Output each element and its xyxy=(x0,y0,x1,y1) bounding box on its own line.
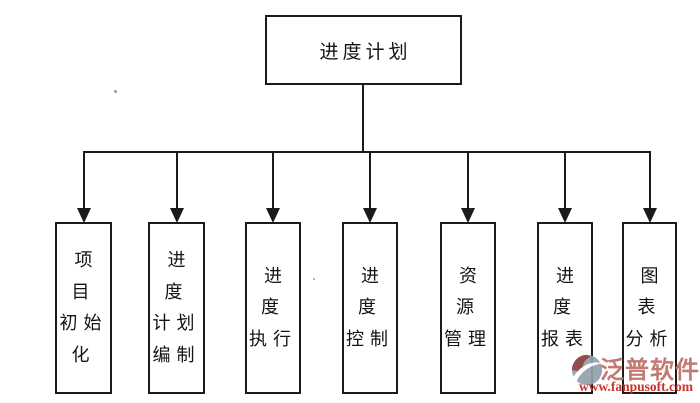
node-schedule-plan-compilation: 进度 计划 编制 xyxy=(148,222,205,394)
node-schedule-execution: 进度 执行 xyxy=(245,222,301,394)
node-resource-management: 资源 管理 xyxy=(440,222,496,394)
node-label: 项目 初始 化 xyxy=(59,250,108,365)
node-chart-analysis: 图表 分析 xyxy=(622,222,677,394)
node-label: 进度 报表 xyxy=(541,265,589,349)
node-label: 资源 管理 xyxy=(444,265,492,349)
node-project-initialization: 项目 初始 化 xyxy=(55,222,112,394)
node-schedule-report: 进度 报表 xyxy=(537,222,593,394)
node-label: 进度计划 xyxy=(319,41,412,63)
arrowhead-icon xyxy=(363,208,377,223)
scan-speckle xyxy=(313,278,315,280)
scan-speckle xyxy=(470,208,472,210)
node-schedule-control: 进度 控制 xyxy=(342,222,398,394)
arrowhead-icon xyxy=(170,208,184,223)
node-label: 进度 计划 编制 xyxy=(152,250,201,365)
arrowhead-icon xyxy=(266,208,280,223)
arrowhead-icon xyxy=(77,208,91,223)
scan-speckle xyxy=(114,90,117,93)
arrowhead-icon xyxy=(558,208,572,223)
node-label: 图表 分析 xyxy=(625,265,674,349)
node-schedule-plan: 进度计划 xyxy=(265,15,462,85)
arrowhead-icon xyxy=(643,208,657,223)
node-label: 进度 控制 xyxy=(346,265,394,349)
node-label: 进度 执行 xyxy=(249,265,297,349)
arrowhead-icon xyxy=(461,208,475,223)
